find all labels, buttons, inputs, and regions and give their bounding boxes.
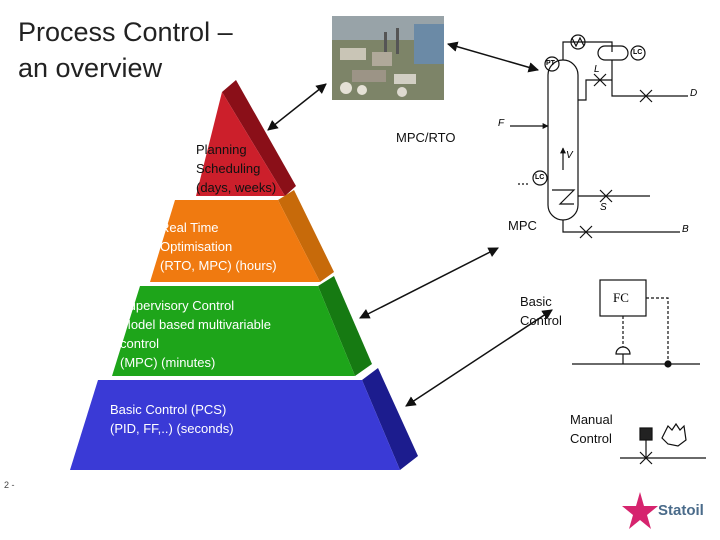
flow-sensor bbox=[664, 360, 672, 368]
title-line-1: Process Control – bbox=[18, 17, 233, 47]
stream-v: V bbox=[566, 150, 573, 161]
pyramid-level-supervisory bbox=[112, 276, 372, 376]
slide-title: Process Control – an overview bbox=[18, 14, 233, 86]
pyramid-front-planning bbox=[196, 92, 285, 196]
pyramid-side-planning bbox=[222, 80, 296, 196]
distillation-column-schematic bbox=[510, 34, 688, 239]
refinery-photo bbox=[332, 16, 444, 100]
pyramid-side-basic bbox=[362, 368, 418, 470]
manual-control-label: Manual Control bbox=[570, 412, 613, 446]
fc-tag-label: FC bbox=[613, 290, 629, 305]
basic-control-right-label: Basic Control bbox=[520, 294, 562, 328]
rto-label: Real Time Optimisation (RTO, MPC) (hours… bbox=[160, 220, 277, 273]
pyramid-front-rto bbox=[150, 200, 320, 282]
pyramid-level-rto bbox=[150, 190, 334, 282]
arrow-supervisory-mpc bbox=[359, 247, 499, 319]
pyramid-side-supervisory bbox=[318, 276, 372, 376]
statoil-logo-icon bbox=[622, 492, 658, 529]
arrow-photo-column bbox=[446, 41, 540, 73]
arrow-basic-manual bbox=[405, 309, 553, 407]
stream-s: S bbox=[600, 202, 607, 213]
arrow-planning-photo bbox=[267, 83, 327, 131]
pyramid-front-basic bbox=[70, 380, 400, 470]
mpc-label: MPC bbox=[508, 218, 537, 233]
lc-bottom-tag bbox=[532, 170, 548, 186]
stream-d: D bbox=[690, 88, 698, 99]
pyramid-side-rto bbox=[278, 190, 334, 282]
mpc-rto-label: MPC/RTO bbox=[396, 130, 456, 145]
basic-control-label: Basic Control (PCS) (PID, FF,..) (second… bbox=[110, 402, 234, 436]
manual-control-valve bbox=[620, 422, 706, 465]
supervisory-label: Supervisory Control Model based multivar… bbox=[120, 298, 272, 370]
hand-icon bbox=[661, 422, 687, 447]
lc-top-tag-label: LC bbox=[633, 49, 643, 56]
stream-l: L bbox=[594, 64, 600, 75]
pt-tag bbox=[544, 56, 560, 72]
stream-b: B bbox=[682, 224, 689, 235]
statoil-logo-text: Statoil bbox=[658, 502, 704, 519]
pt-tag-label: PT bbox=[546, 60, 555, 67]
pyramid-level-basic bbox=[70, 368, 418, 470]
lc-top-tag bbox=[630, 45, 646, 61]
stream-f: F bbox=[498, 118, 505, 129]
basic-control-loop bbox=[572, 279, 700, 368]
planning-label: Planning Scheduling (days, weeks) bbox=[196, 142, 277, 195]
title-line-2: an overview bbox=[18, 53, 163, 83]
page-number: 2 - bbox=[4, 480, 15, 490]
pyramid-front-supervisory bbox=[112, 286, 355, 376]
condenser-icon bbox=[570, 34, 586, 50]
reflux-drum bbox=[597, 45, 629, 61]
column-vessel bbox=[547, 59, 579, 221]
lc-bottom-tag-label: LC bbox=[535, 174, 545, 181]
pyramid-level-planning bbox=[196, 80, 296, 196]
